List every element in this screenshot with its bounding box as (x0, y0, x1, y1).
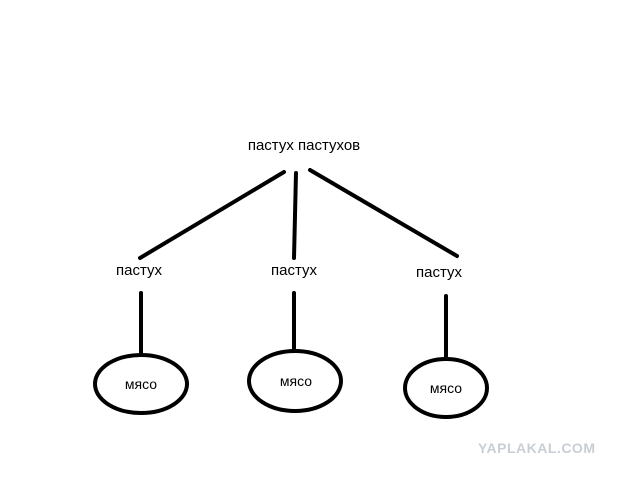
root-to-shepherd-3-line (308, 168, 459, 258)
meat-3-ellipse (403, 357, 489, 419)
root-node-label: пастух пастухов (247, 137, 361, 154)
root-to-shepherd-2-line (292, 171, 298, 260)
meat-node-label: мясо (279, 373, 313, 389)
shepherd-node-label: пастух (270, 262, 318, 279)
meat-1-ellipse (93, 353, 189, 415)
root-to-shepherd-1-line (138, 170, 286, 260)
watermark-text: YAPLAKAL.COM (478, 440, 596, 456)
shepherd-node-label: пастух (415, 264, 463, 281)
meat-node-label: мясо (429, 380, 463, 396)
meat-node-label: мясо (124, 376, 158, 392)
meat-2-ellipse (247, 349, 343, 413)
shepherd-node-label: пастух (115, 262, 163, 279)
